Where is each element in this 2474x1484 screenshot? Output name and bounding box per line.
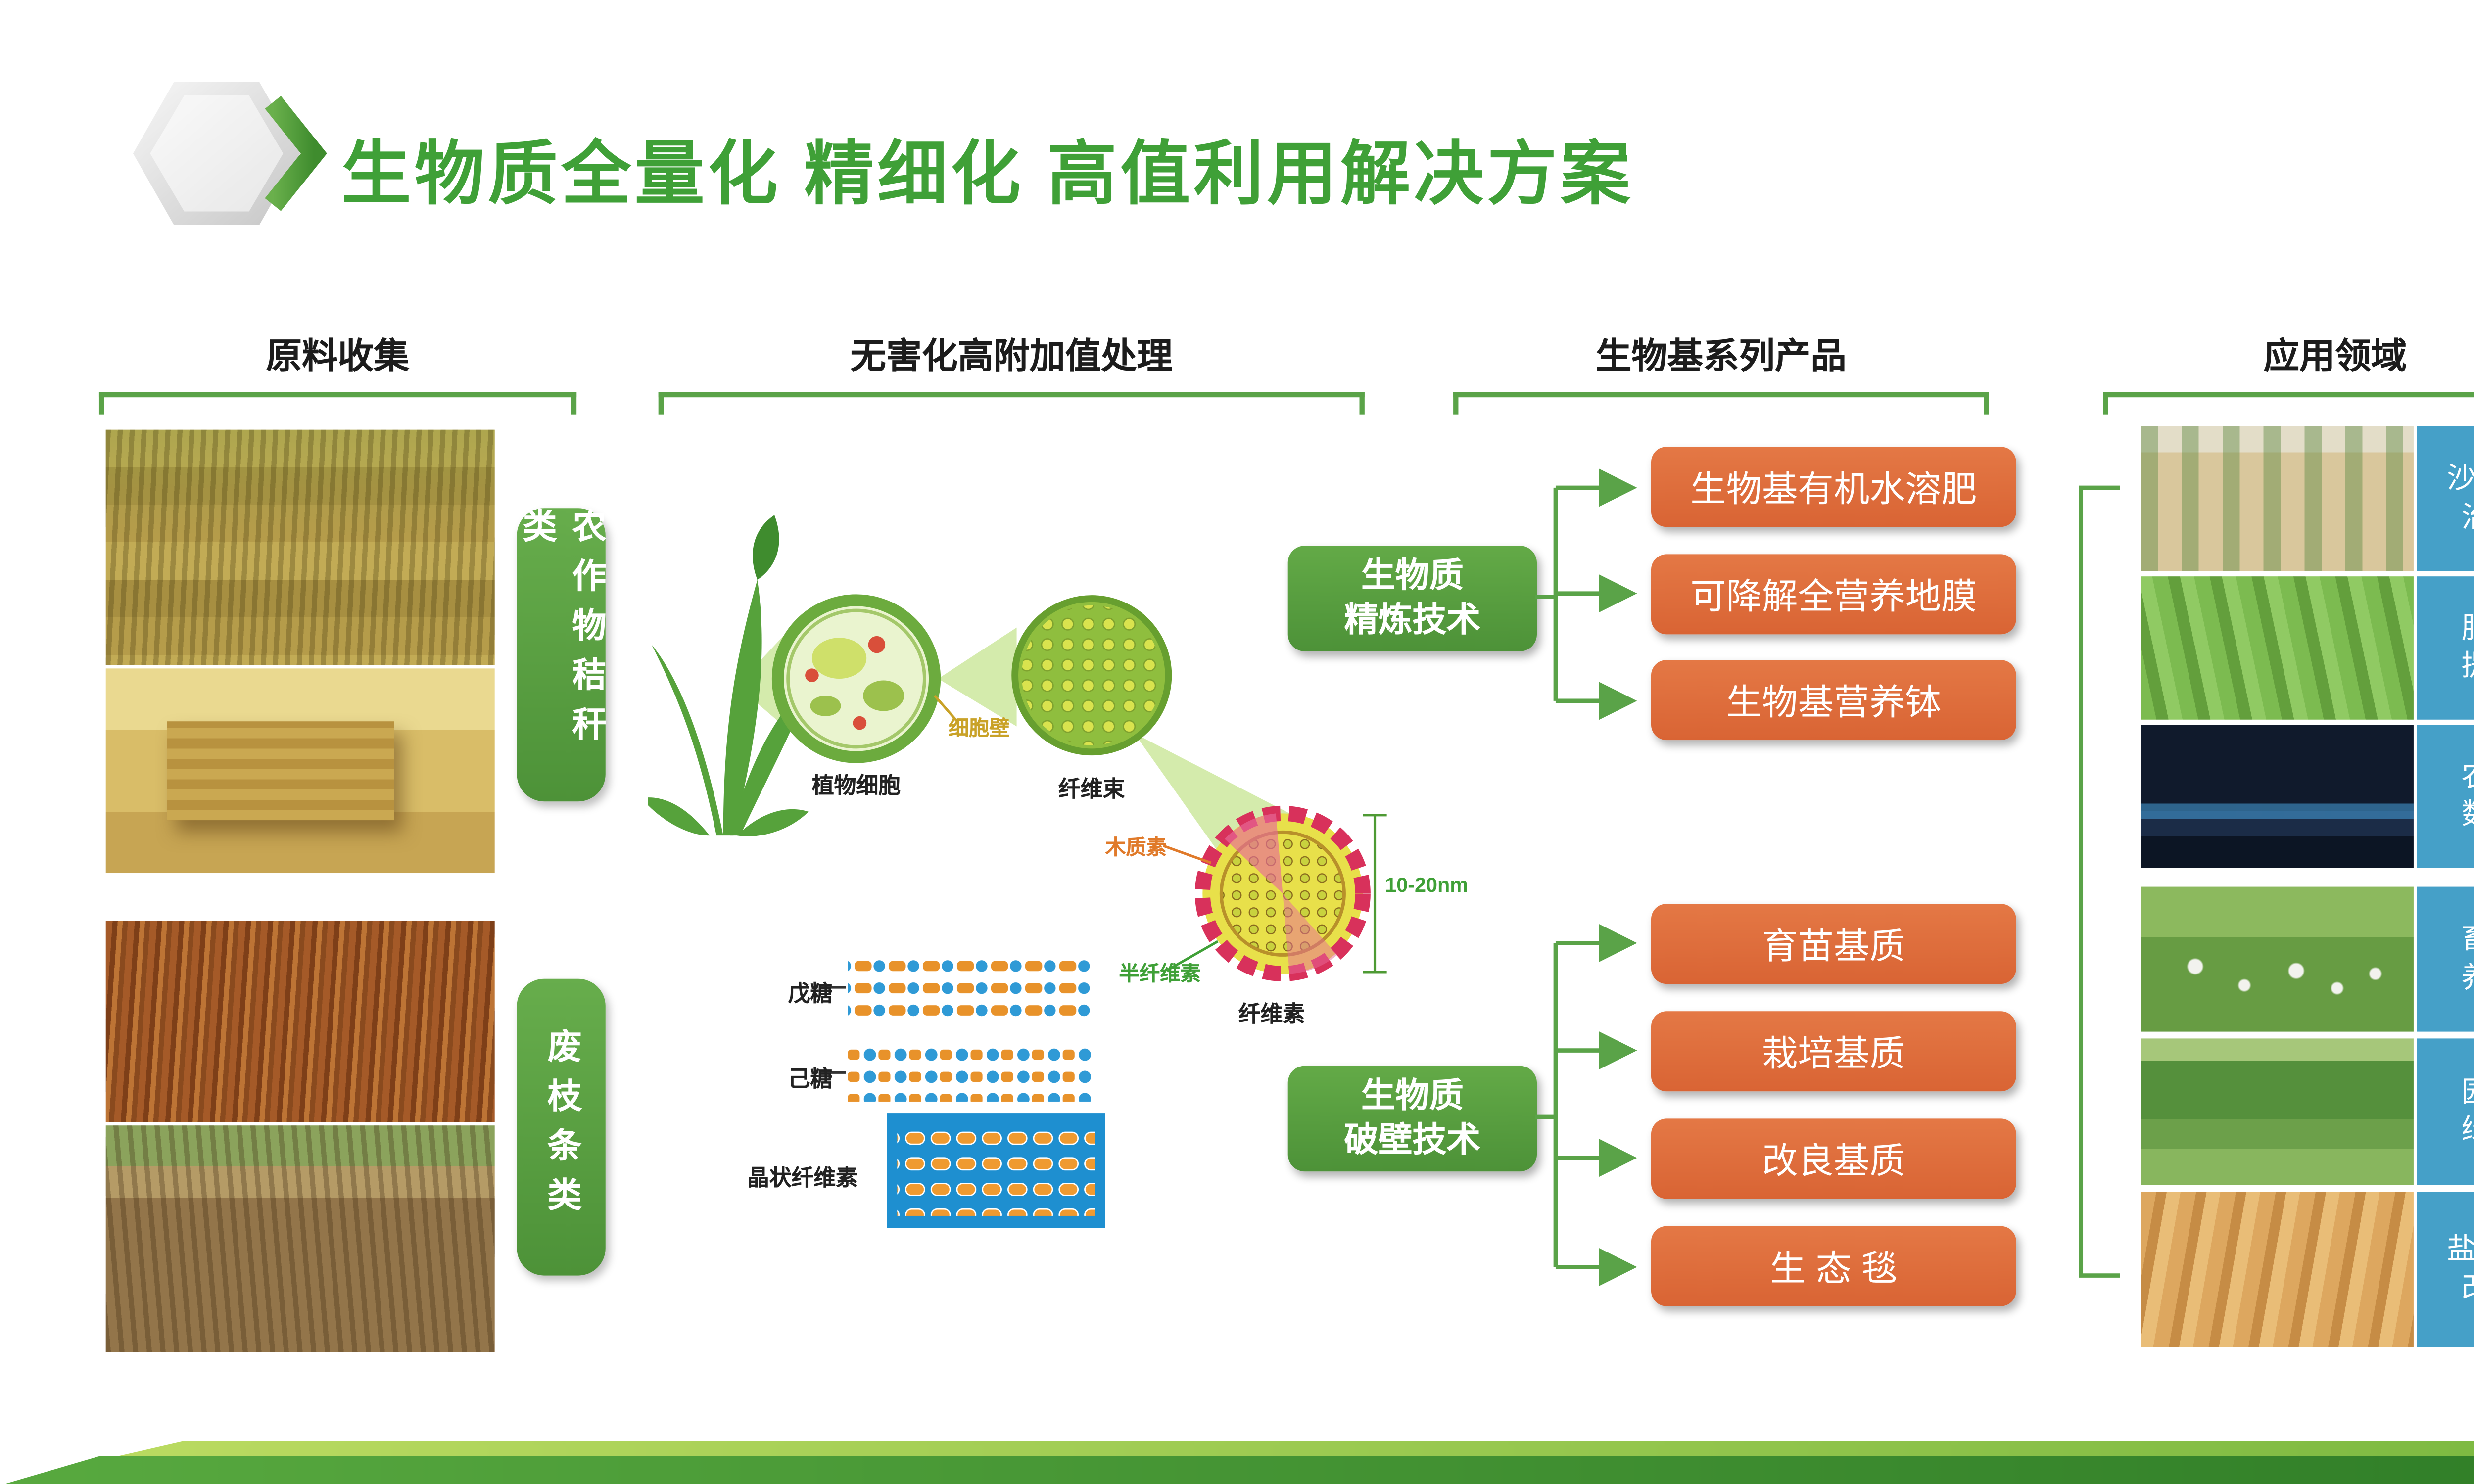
tech-wall-breaking-line1: 生物质 bbox=[1361, 1077, 1464, 1115]
category-tab-crop-straw: 农作物秸秆类 bbox=[517, 508, 606, 802]
label-crystalline-cellulose: 晶状纤维素 bbox=[747, 1164, 858, 1191]
label-cell-wall: 细胞壁 bbox=[948, 716, 1010, 741]
bracket-collection bbox=[98, 392, 577, 415]
photo-orchard-prunings bbox=[105, 1125, 495, 1352]
plant-cell-icon bbox=[771, 594, 941, 763]
app-label-line: 治理 bbox=[2461, 499, 2474, 536]
label-hexose: 己糖 bbox=[788, 1066, 833, 1092]
fiber-cross-section-icon bbox=[1194, 805, 1371, 981]
section-header-applications: 应用领域 bbox=[2103, 329, 2474, 415]
beam-plant-to-cell bbox=[737, 631, 788, 730]
category-tab-waste-branches: 废枝条类 bbox=[517, 978, 606, 1276]
lignin-pointer-line bbox=[1163, 844, 1212, 864]
fiber-bundle-icon bbox=[1011, 595, 1172, 756]
photo-cabbage-field bbox=[2141, 576, 2414, 720]
product-nutrient-pot: 生物基营养钵 bbox=[1651, 660, 2016, 741]
page-title: 生物质全量化 精细化 高值利用解决方案 bbox=[341, 135, 1634, 213]
app-label-line: 畜牧 bbox=[2461, 922, 2474, 959]
app-label-agri-data: 农业 数据 bbox=[2417, 725, 2474, 868]
app-label-line: 肥力 bbox=[2461, 610, 2474, 648]
product-cultivation-substrate: 栽培基质 bbox=[1651, 1011, 2016, 1092]
bracket-applications bbox=[2103, 392, 2474, 415]
app-label-line: 沙漠化 bbox=[2447, 463, 2474, 496]
photo-saline-soil bbox=[2141, 1192, 2414, 1347]
label-pentose: 戊糖 bbox=[788, 980, 833, 1006]
app-label-fertility: 肥力 提升 bbox=[2417, 576, 2474, 720]
footer-dark-stripe bbox=[0, 1456, 2474, 1484]
hexagon-logo-icon bbox=[133, 82, 327, 226]
product-seedling-substrate: 育苗基质 bbox=[1651, 904, 2016, 984]
app-label-line: 绿化 bbox=[2461, 1112, 2474, 1150]
label-cellulose: 纤维素 bbox=[1238, 1001, 1305, 1027]
label-fiber-bundle: 纤维束 bbox=[1058, 776, 1125, 802]
hexose-chain-diagram bbox=[848, 1043, 1092, 1102]
label-hemicellulose: 半纤维素 bbox=[1119, 962, 1201, 986]
section-header-processing: 无害化高附加值处理 bbox=[658, 329, 1365, 415]
label-plant-cell: 植物细胞 bbox=[811, 772, 901, 798]
product-improvement-substrate: 改良基质 bbox=[1651, 1118, 2016, 1199]
tech-box-wall-breaking: 生物质 破壁技术 bbox=[1287, 1066, 1537, 1172]
photo-agriculture-data bbox=[2141, 725, 2414, 868]
photo-park-greenery bbox=[2141, 1038, 2414, 1185]
photo-corn-straw-field bbox=[105, 429, 495, 665]
pentose-chain-diagram bbox=[848, 958, 1092, 1017]
tech-refining-line2: 精炼技术 bbox=[1344, 602, 1481, 640]
app-label-line: 盐碱地 bbox=[2447, 1233, 2474, 1266]
crystalline-cellulose-diagram bbox=[887, 1113, 1105, 1228]
app-label-landscaping: 园林 绿化 bbox=[2417, 1038, 2474, 1185]
photo-desert-restoration bbox=[2141, 426, 2414, 571]
app-label-line: 农业 bbox=[2461, 759, 2474, 796]
section-title-processing: 无害化高附加值处理 bbox=[850, 337, 1173, 377]
product-eco-blanket: 生 态 毯 bbox=[1651, 1226, 2016, 1306]
app-label-line: 数据 bbox=[2461, 796, 2474, 834]
bracket-products bbox=[1453, 392, 1989, 415]
photo-sheep-pasture bbox=[2141, 886, 2414, 1032]
section-title-applications: 应用领域 bbox=[2263, 337, 2407, 377]
section-title-collection: 原料收集 bbox=[266, 337, 410, 377]
tech-refining-line1: 生物质 bbox=[1361, 557, 1464, 596]
scale-bracket bbox=[1363, 814, 1387, 974]
product-water-soluble-fertilizer: 生物基有机水溶肥 bbox=[1651, 447, 2016, 527]
app-label-livestock: 畜牧 养殖 bbox=[2417, 886, 2474, 1032]
photo-straw-bales bbox=[105, 668, 495, 874]
beam-cell-to-bundle bbox=[938, 627, 1017, 727]
tech-wall-breaking-line2: 破壁技术 bbox=[1344, 1122, 1481, 1160]
app-label-desertification: 沙漠化 治理 bbox=[2417, 426, 2474, 571]
app-label-line: 养殖 bbox=[2461, 959, 2474, 997]
app-label-line: 提升 bbox=[2461, 648, 2474, 686]
section-header-products: 生物基系列产品 bbox=[1453, 329, 1989, 415]
photo-red-willow-branches bbox=[105, 921, 495, 1122]
tech-box-refining: 生物质 精炼技术 bbox=[1287, 546, 1537, 651]
section-title-products: 生物基系列产品 bbox=[1595, 337, 1847, 377]
label-lignin: 木质素 bbox=[1105, 835, 1167, 860]
bracket-processing bbox=[658, 392, 1365, 415]
label-scale-10-20nm: 10-20nm bbox=[1385, 873, 1469, 897]
app-label-line: 改良 bbox=[2461, 1270, 2474, 1307]
product-degradable-mulch-film: 可降解全营养地膜 bbox=[1651, 554, 2016, 635]
app-label-saline-soil: 盐碱地 改良 bbox=[2417, 1192, 2474, 1347]
section-header-collection: 原料收集 bbox=[98, 329, 577, 415]
app-label-line: 园林 bbox=[2461, 1074, 2474, 1112]
